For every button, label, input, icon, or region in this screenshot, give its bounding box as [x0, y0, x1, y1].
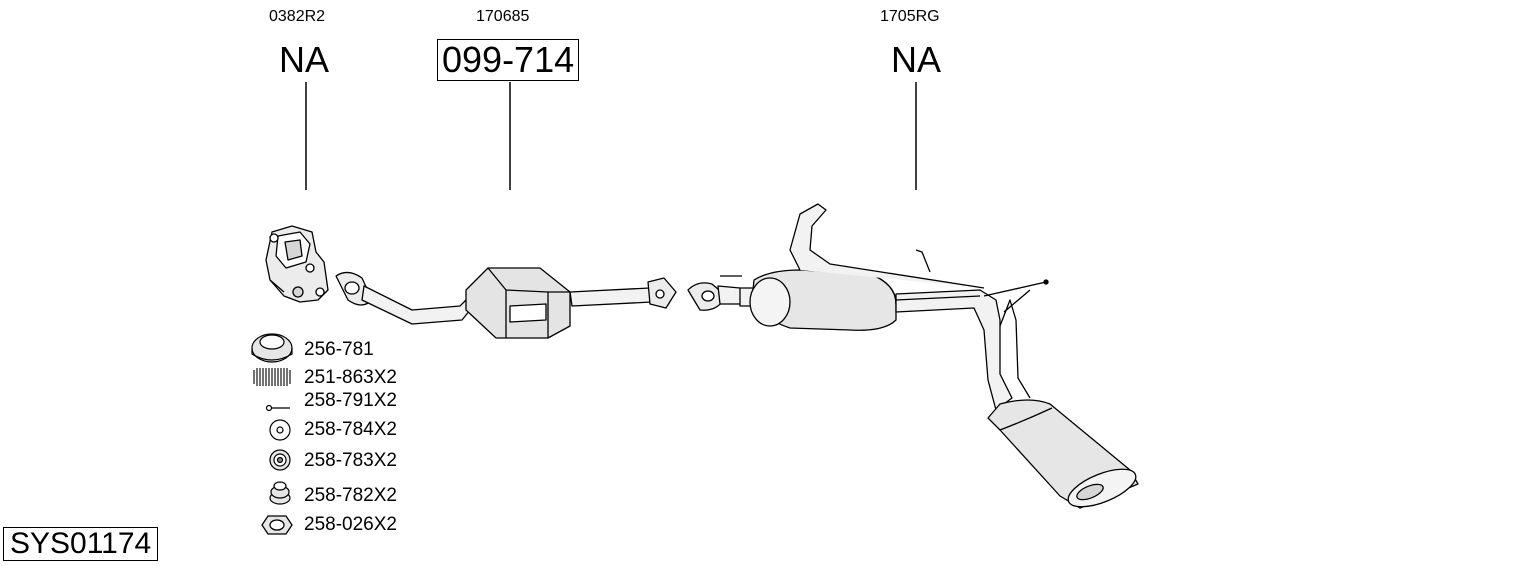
part-reference: 0382R2 — [269, 8, 326, 25]
part-code: NA — [279, 39, 330, 80]
bushing-icon — [269, 481, 291, 505]
accessory-label: 258-026X2 — [304, 514, 397, 535]
accessory-label: 258-782X2 — [304, 485, 397, 506]
spring-icon — [253, 368, 291, 386]
accessory-label: 258-783X2 — [304, 450, 397, 471]
exhaust-manifold-icon — [265, 225, 329, 303]
system-id: SYS01174 — [3, 527, 159, 561]
catalytic-converter-icon — [335, 267, 677, 339]
accessory-label: 251-863X2 — [304, 367, 397, 388]
bolt-icon — [265, 404, 290, 412]
rear-silencer-assembly-icon — [687, 203, 1139, 509]
part-code: NA — [891, 39, 942, 80]
accessory-label: 256-781 — [304, 339, 374, 360]
accessory-label: 258-784X2 — [304, 419, 397, 440]
rubber-mount-icon — [269, 449, 291, 471]
gasket-ring-icon — [251, 333, 293, 363]
accessory-label: 258-791X2 — [304, 390, 397, 411]
part-code-boxed: 099-714 — [437, 39, 580, 81]
hex-nut-icon — [261, 515, 293, 535]
part-reference: 1705RG — [880, 8, 940, 25]
part-reference: 170685 — [476, 8, 530, 25]
washer-icon — [269, 419, 291, 441]
